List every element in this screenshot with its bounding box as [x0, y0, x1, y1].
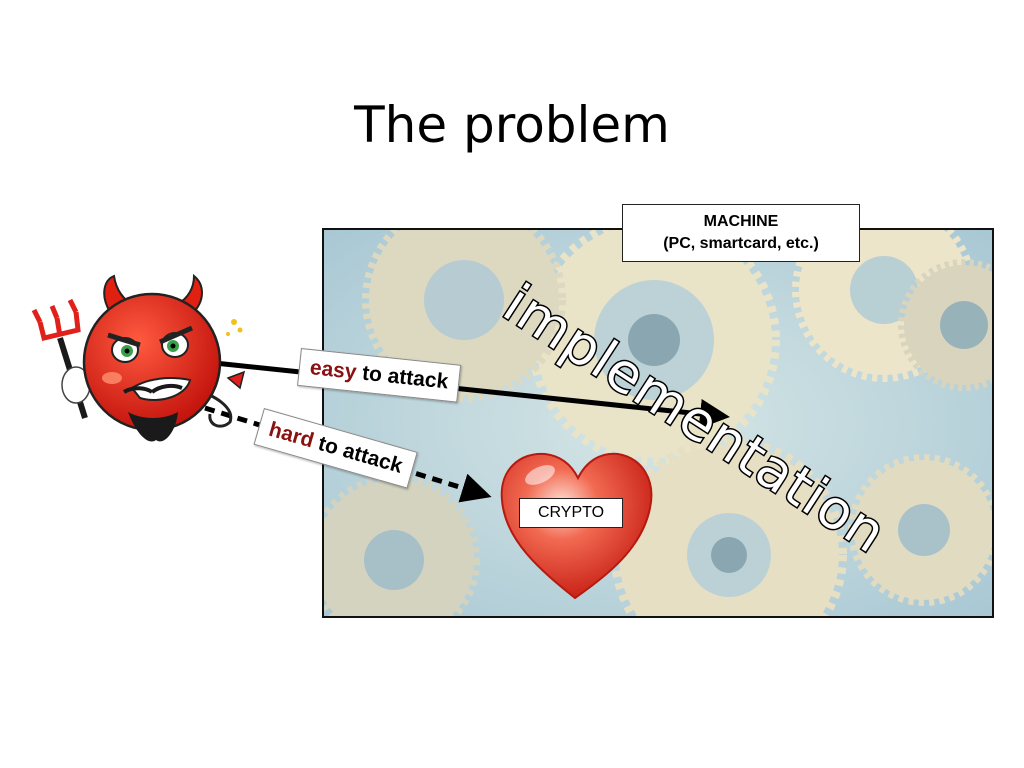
gear-icon	[898, 259, 992, 391]
easy-emphasis: easy	[308, 356, 358, 384]
easy-attack-arrow	[204, 359, 730, 429]
slide-title: The problem	[354, 95, 670, 154]
gear-icon	[362, 230, 566, 402]
gear-icon	[611, 437, 847, 616]
machine-panel	[322, 228, 994, 618]
trident-icon	[31, 298, 91, 419]
easy-rest: to attack	[355, 360, 450, 394]
hard-emphasis: hard	[266, 417, 317, 453]
gear-icon	[848, 454, 992, 606]
gear-background	[324, 230, 992, 616]
devil-icon	[31, 273, 246, 442]
machine-label-line2: (PC, smartcard, etc.)	[663, 235, 819, 252]
crypto-label: CRYPTO	[519, 498, 623, 528]
gear-icon	[324, 474, 480, 616]
machine-label: MACHINE (PC, smartcard, etc.)	[622, 204, 860, 262]
machine-label-line1: MACHINE	[703, 213, 779, 230]
